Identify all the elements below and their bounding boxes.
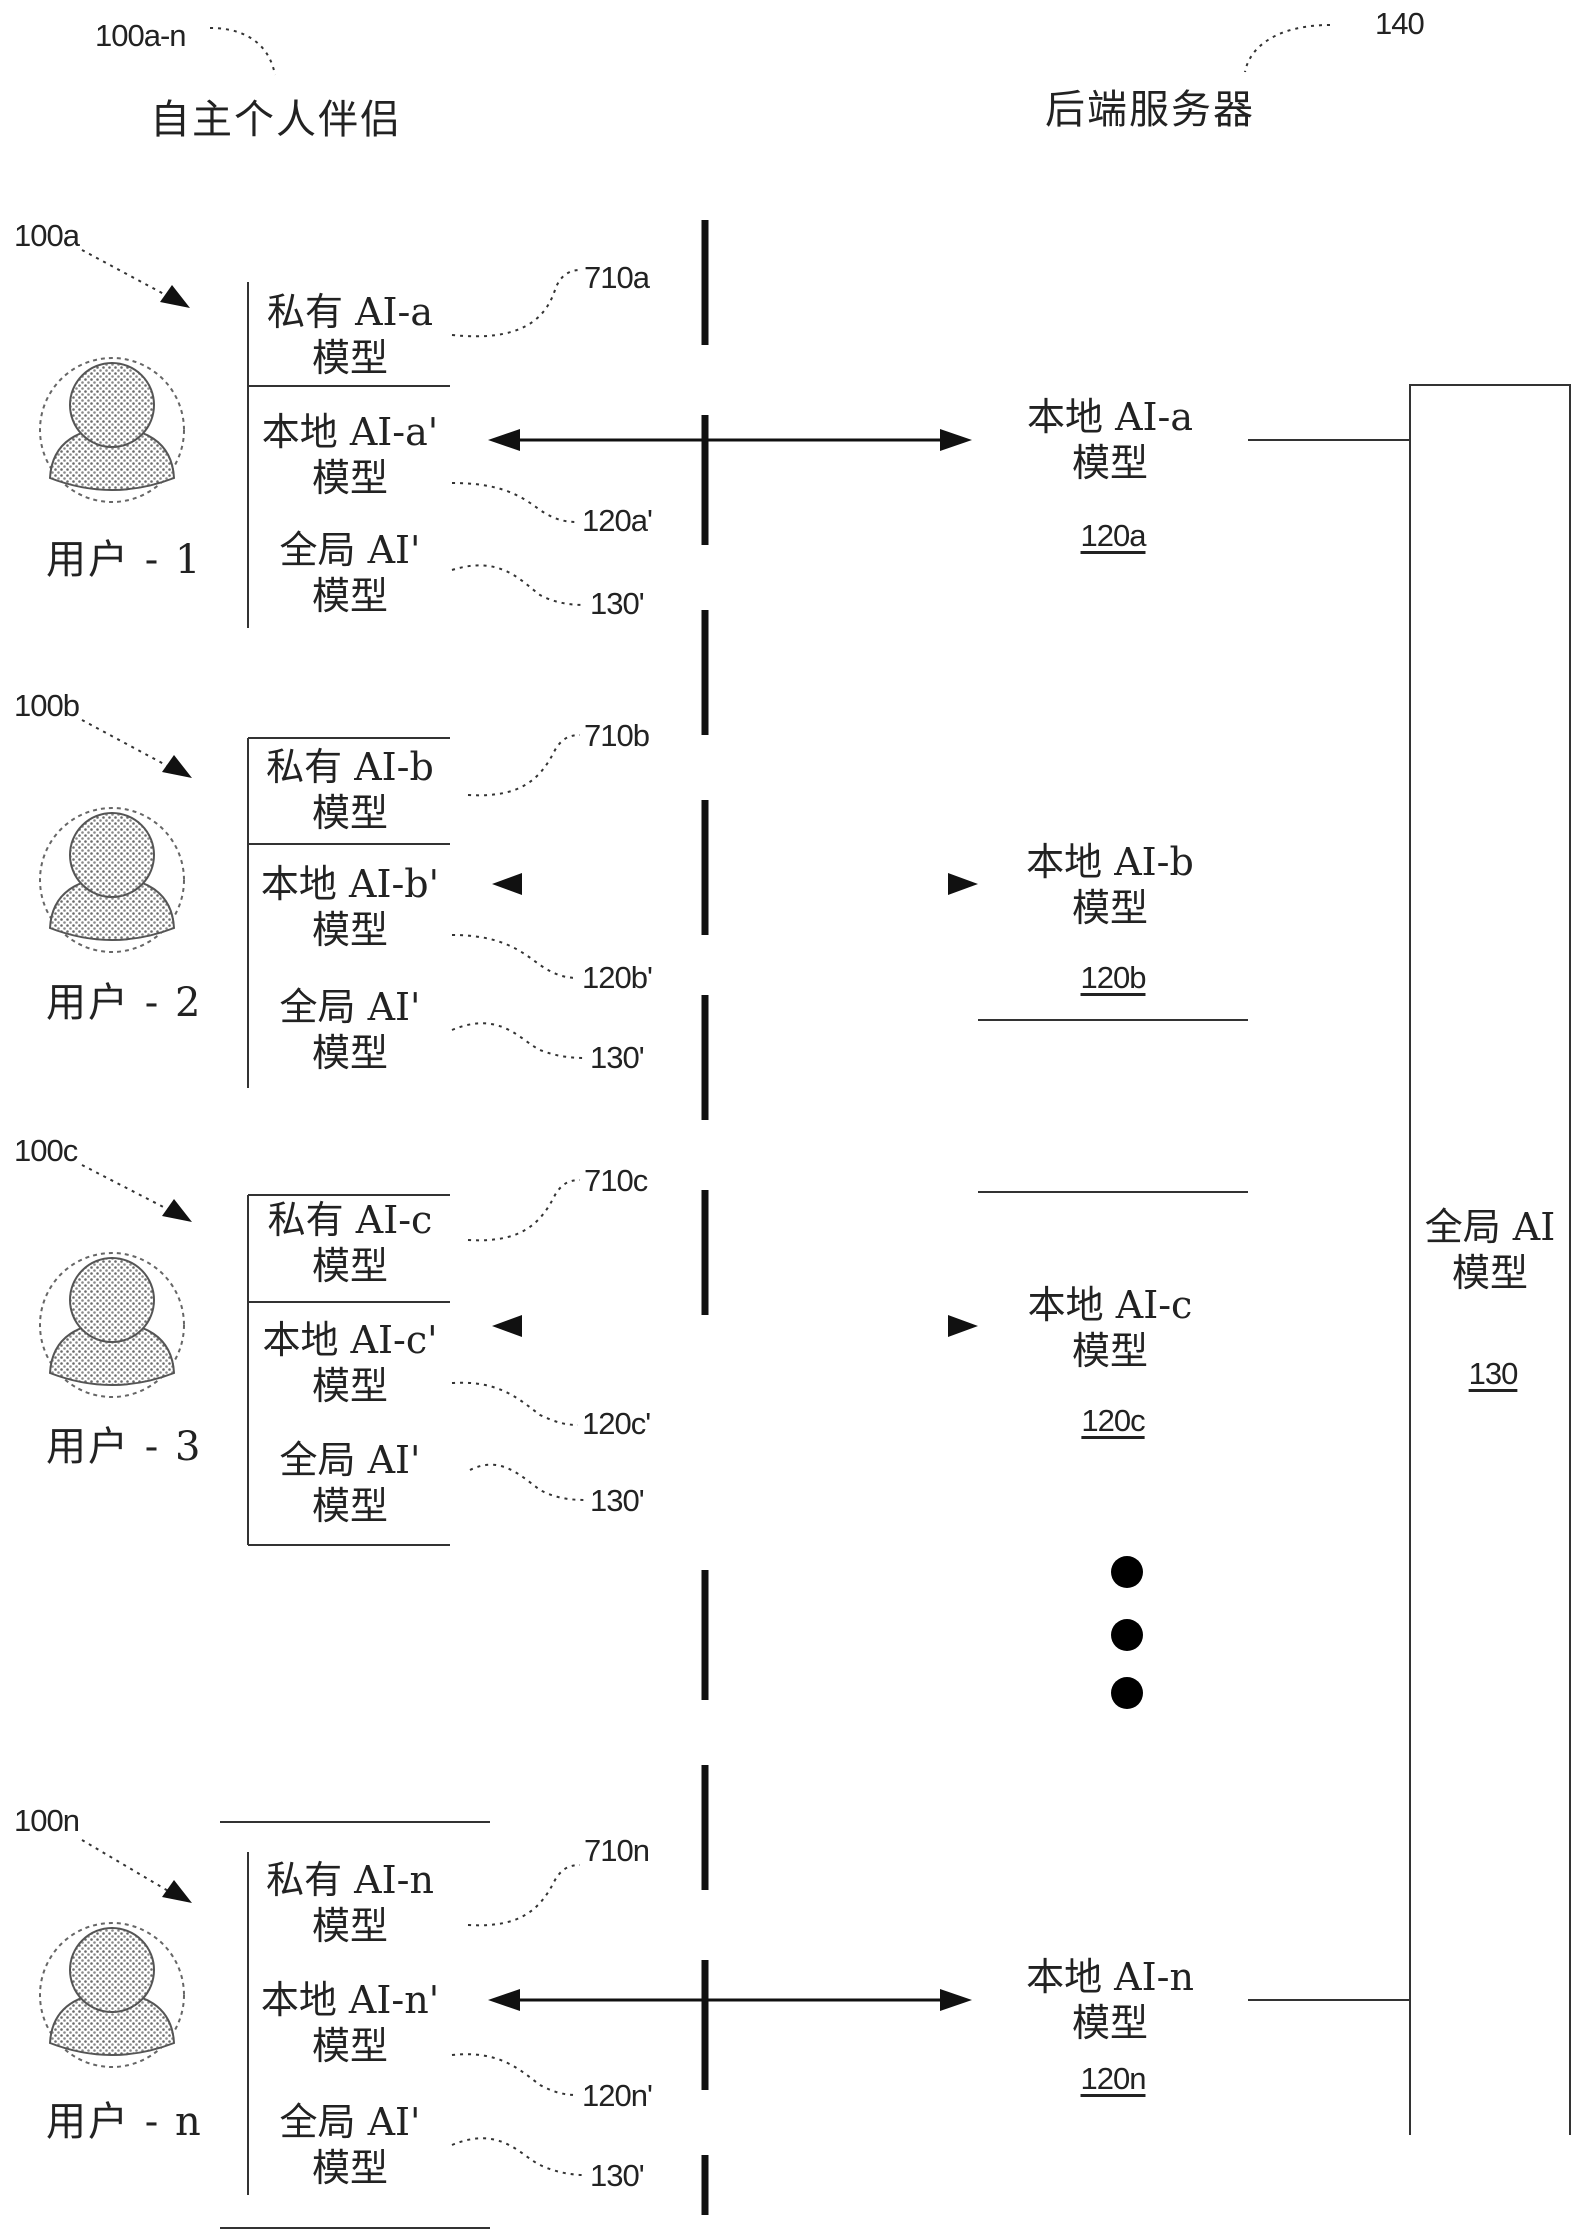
global-ai-model-ref: 130 — [1468, 1356, 1519, 1391]
sync-arrow-b — [492, 873, 978, 895]
user-label-c: 用户 - 3 — [46, 1424, 203, 1470]
global-model-copy-ref-b: 130' — [590, 1040, 645, 1075]
device-ref-a: 100a — [14, 218, 80, 253]
server-ref-leader — [1244, 24, 1331, 73]
user-label-b: 用户 - 2 — [46, 980, 203, 1026]
local-model-copy-b: 本地 AI-b'模型 — [260, 862, 440, 952]
local-model-copy-ref-n: 120n' — [582, 2078, 653, 2113]
global-model-copy-ref-a: 130' — [590, 586, 645, 621]
local-model-copy-ref-a: 120a' — [582, 503, 653, 538]
local-model-copy-c: 本地 AI-c'模型 — [262, 1318, 438, 1408]
user-label-n: 用户 - n — [46, 2099, 203, 2145]
private-model-ref-a: 710a — [584, 260, 650, 295]
user-avatar-c — [39, 1252, 185, 1398]
local-model-copy-n: 本地 AI-n'模型 — [260, 1978, 440, 2068]
user-avatar-a — [39, 357, 185, 503]
sync-arrow-n — [488, 1989, 972, 2011]
device-ref-c: 100c — [14, 1133, 78, 1168]
global-ai-model-box — [1409, 384, 1571, 2135]
device-pointer-b — [81, 719, 192, 778]
private-model-ref-c: 710c — [584, 1163, 648, 1198]
server-local-model-ref-b: 120b — [1080, 960, 1147, 995]
server-local-model-ref-c: 120c — [1081, 1403, 1145, 1438]
local-model-copy-ref-c: 120c' — [582, 1406, 651, 1441]
server-local-model-ref-a: 120a — [1080, 518, 1147, 553]
device-pointer-c — [81, 1164, 192, 1222]
global-model-copy-c: 全局 AI'模型 — [279, 1438, 421, 1528]
user-label-a: 用户 - 1 — [46, 537, 203, 583]
device-box-a — [247, 282, 450, 628]
sync-arrow-c — [492, 1315, 978, 1337]
local-model-copy-a: 本地 AI-a'模型 — [261, 410, 439, 500]
global-model-copy-n: 全局 AI'模型 — [279, 2100, 421, 2190]
ellipsis-dots — [1111, 1556, 1143, 1709]
device-ref-n: 100n — [14, 1803, 80, 1838]
group-ref: 100a-n — [95, 18, 187, 53]
device-box-b — [247, 737, 450, 1088]
server-title: 后端服务器 — [1045, 87, 1255, 133]
server-local-model-ref-n: 120n — [1080, 2061, 1147, 2096]
global-model-copy-b: 全局 AI'模型 — [279, 985, 421, 1075]
global-model-copy-ref-c: 130' — [590, 1483, 645, 1518]
group-ref-leader — [209, 27, 276, 76]
sync-arrow-a — [488, 429, 972, 451]
device-box-n — [220, 1821, 490, 2229]
private-model-ref-n: 710n — [584, 1833, 650, 1868]
device-pointer-n — [81, 1839, 192, 1903]
private-model-ref-b: 710b — [584, 718, 650, 753]
global-ai-model-label: 全局 AI 模型 — [1424, 1205, 1556, 1295]
group-title: 自主个人伴侣 — [150, 97, 402, 143]
user-avatar-n — [39, 1922, 185, 2068]
global-model-copy-a: 全局 AI'模型 — [279, 528, 421, 618]
local-model-copy-ref-b: 120b' — [582, 960, 653, 995]
device-box-c — [247, 1194, 450, 1546]
server-ref: 140 — [1375, 6, 1425, 41]
ref-leaders — [451, 269, 586, 2176]
user-avatar-b — [39, 807, 185, 953]
device-ref-b: 100b — [14, 688, 80, 723]
global-model-copy-ref-n: 130' — [590, 2158, 645, 2193]
device-pointer-a — [81, 249, 190, 308]
